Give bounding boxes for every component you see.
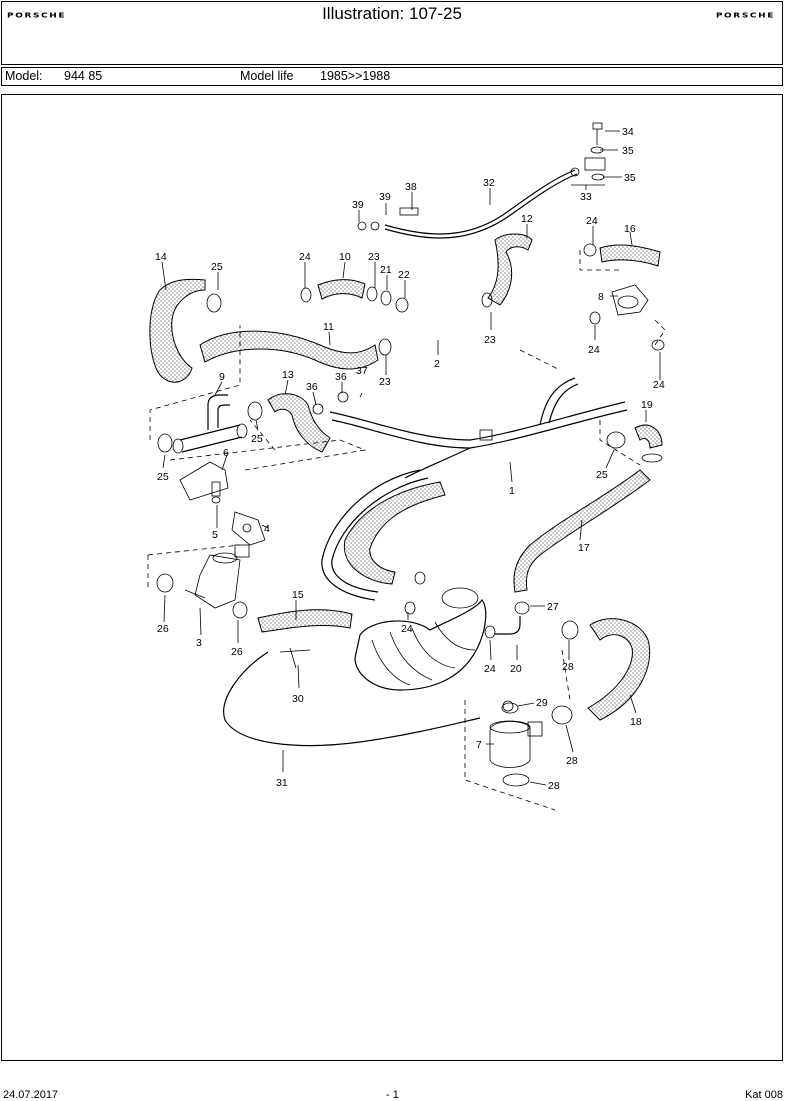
model-life-value: 1985>>1988 (320, 69, 391, 83)
callout-28-bottom: 28 (548, 780, 560, 792)
illustration-frame (1, 94, 783, 1061)
page-title: Illustration: 107-25 (322, 4, 462, 23)
part-34-bolt (570, 122, 606, 186)
hose-12 (487, 233, 533, 306)
hose-19 (634, 424, 663, 449)
model-value: 944 85 (64, 69, 103, 83)
porsche-logo-left: PORSCHE (7, 12, 67, 20)
callout-13: 13 (282, 369, 294, 381)
callout-16: 16 (624, 223, 636, 235)
footer-catalog: Kat 008 (745, 1089, 783, 1101)
callout-35-top: 35 (622, 145, 634, 157)
callout-23-low: 23 (379, 376, 391, 388)
callout-labels: 34 35 35 33 32 38 39 39 12 24 16 14 25 2… (155, 126, 665, 792)
footer-page: - 1 (386, 1089, 399, 1101)
callout-30: 30 (292, 693, 304, 705)
callout-1: 1 (509, 485, 515, 497)
porsche-logo-right: PORSCHE (715, 12, 775, 20)
callout-39-right: 39 (379, 191, 391, 203)
callout-28-top: 28 (562, 661, 574, 673)
braided-lines (321, 469, 429, 601)
hose-11 (199, 330, 379, 370)
callout-2: 2 (434, 358, 440, 370)
part-4 (231, 511, 266, 546)
hose-17 (513, 469, 651, 593)
callout-8: 8 (598, 291, 604, 303)
model-bar: Model: 944 85 Model life 1985>>1988 (1, 67, 783, 86)
hose-13 (267, 393, 331, 453)
callout-21: 21 (380, 264, 392, 276)
part-3-valve (184, 544, 250, 609)
hose-16 (599, 244, 661, 267)
callout-4: 4 (264, 523, 270, 535)
callout-37: 37 (356, 365, 368, 377)
part-20-elbow (495, 616, 521, 635)
callout-26-right: 26 (231, 646, 243, 658)
callout-24-right: 24 (653, 379, 665, 391)
callout-36-left: 36 (306, 381, 318, 393)
callout-33: 33 (580, 191, 592, 203)
callout-32: 32 (483, 177, 495, 189)
line-31 (223, 647, 481, 747)
callout-27: 27 (547, 601, 559, 613)
callout-25-mid: 25 (251, 433, 263, 445)
callout-12: 12 (521, 213, 533, 225)
callout-11: 11 (323, 321, 334, 333)
callout-23-mid: 23 (484, 334, 496, 346)
callout-35-bottom: 35 (624, 172, 636, 184)
hose-18 (587, 618, 651, 721)
callout-25-left: 25 (157, 471, 169, 483)
hose-14 (149, 278, 206, 383)
callout-5: 5 (212, 529, 218, 541)
footer-date: 24.07.2017 (3, 1089, 59, 1101)
callout-24-mid: 24 (588, 344, 600, 356)
callout-24-left: 24 (299, 251, 311, 263)
hose-clamps (156, 243, 665, 787)
part-7-valve (489, 702, 543, 768)
part-32-line (357, 169, 578, 239)
part-8-sensor (611, 284, 649, 316)
model-label: Model: (5, 69, 43, 83)
callout-14: 14 (155, 251, 167, 263)
header-box: PORSCHE Illustration: 107-25 PORSCHE (1, 1, 783, 65)
callout-7: 7 (476, 739, 482, 751)
callout-9: 9 (219, 371, 225, 383)
callout-15: 15 (292, 589, 304, 601)
callout-17: 17 (578, 542, 590, 554)
pipe-9 (172, 394, 248, 454)
part-1-lines (329, 377, 628, 479)
callout-34: 34 (622, 126, 634, 138)
callout-23-top: 23 (368, 251, 380, 263)
central-hose (343, 481, 446, 585)
callout-18: 18 (630, 716, 642, 728)
part-6-bracket (179, 461, 229, 504)
model-life-label: Model life (240, 69, 294, 83)
callout-3: 3 (196, 637, 202, 649)
callout-36-right: 36 (335, 371, 347, 383)
callout-22: 22 (398, 269, 410, 281)
callout-39-left: 39 (352, 199, 364, 211)
callout-26-left: 26 (157, 623, 169, 635)
hose-10 (317, 279, 366, 300)
callout-19: 19 (641, 399, 653, 411)
callout-6: 6 (223, 447, 229, 459)
reference-dashes (147, 250, 666, 811)
callout-24-bottom: 24 (484, 663, 496, 675)
callout-31: 31 (276, 777, 288, 789)
callout-29: 29 (536, 697, 548, 709)
intake-boot (354, 587, 487, 691)
callout-20: 20 (510, 663, 522, 675)
hose-15 (257, 609, 353, 633)
callout-25-top: 25 (211, 261, 223, 273)
callout-24-top: 24 (586, 215, 598, 227)
callout-25-right: 25 (596, 469, 608, 481)
callout-28-mid: 28 (566, 755, 578, 767)
leader-lines (161, 130, 661, 786)
callout-38: 38 (405, 181, 417, 193)
callout-10: 10 (339, 251, 351, 263)
callout-24-low: 24 (401, 623, 413, 635)
